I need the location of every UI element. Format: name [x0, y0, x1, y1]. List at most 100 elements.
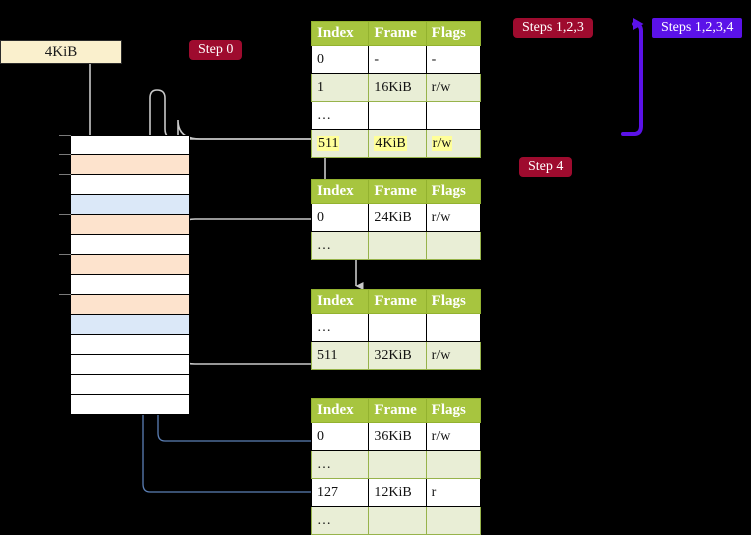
- memory-size-box: 4KiB: [0, 40, 122, 64]
- memory-row: [70, 315, 190, 335]
- page-table-cell: [425, 506, 482, 535]
- memory-row: [59, 135, 190, 155]
- page-table-cell: …: [310, 450, 370, 479]
- page-table-row: 0--: [310, 45, 482, 74]
- badge-steps-1234: Steps 1,2,3,4: [652, 18, 743, 38]
- memory-row-tick: [59, 214, 71, 215]
- memory-row-tick: [59, 135, 71, 136]
- page-table-cell: r/w: [425, 129, 482, 158]
- memory-row: [70, 195, 190, 215]
- page-table-row: …: [310, 313, 482, 342]
- page-table-cell: [425, 231, 482, 260]
- memory-row: [70, 335, 190, 355]
- page-table-cell: [368, 450, 427, 479]
- page-table-cell: 1: [310, 73, 370, 102]
- page-table-cell: 0: [310, 203, 370, 232]
- page-table-cell: 511: [310, 129, 370, 158]
- badge-step-4-label: Step 4: [528, 159, 564, 174]
- badge-steps-123: Steps 1,2,3: [513, 18, 593, 38]
- memory-row: [59, 214, 190, 235]
- memory-row: [70, 395, 190, 415]
- highlighted-value: 511: [317, 135, 340, 151]
- page-table-cell: 0: [310, 45, 370, 74]
- page-table-cell: 0: [310, 422, 370, 451]
- badge-step-4: Step 4: [519, 157, 573, 177]
- memory-row: [59, 174, 190, 195]
- highlighted-value: 4KiB: [374, 135, 407, 151]
- page-table-row: …: [310, 506, 482, 535]
- column-header-flags: Flags: [425, 179, 482, 204]
- column-header-index: Index: [310, 21, 370, 46]
- page-table-cell: [368, 313, 427, 342]
- column-header-frame: Frame: [368, 398, 427, 423]
- memory-row: [59, 254, 190, 275]
- page-table-cell: [368, 506, 427, 535]
- column-header-frame: Frame: [368, 289, 427, 314]
- page-table-cell: [368, 101, 427, 130]
- column-header-flags: Flags: [425, 289, 482, 314]
- highlighted-value: r/w: [431, 135, 453, 151]
- column-header-index: Index: [310, 289, 370, 314]
- page-table-cell: …: [310, 313, 370, 342]
- physical-memory-column: [59, 135, 190, 415]
- memory-row: [59, 294, 190, 315]
- memory-row-tick: [59, 154, 71, 155]
- column-header-flags: Flags: [425, 21, 482, 46]
- page-table-cell: [425, 450, 482, 479]
- column-header-frame: Frame: [368, 179, 427, 204]
- page-table-cell: 24KiB: [368, 203, 427, 232]
- column-header-frame: Frame: [368, 21, 427, 46]
- page-table-cell: r/w: [425, 422, 482, 451]
- column-header-index: Index: [310, 398, 370, 423]
- page-table-cell: r/w: [425, 203, 482, 232]
- column-header-index: Index: [310, 179, 370, 204]
- page-table-cell: 4KiB: [368, 129, 427, 158]
- memory-row-tick: [59, 294, 71, 295]
- memory-row: [70, 275, 190, 295]
- page-table-cell: 16KiB: [368, 73, 427, 102]
- page-table-cell: 127: [310, 478, 370, 507]
- wire-table2-to-row5: [177, 218, 311, 250]
- memory-row: [70, 235, 190, 255]
- page-table-cell: -: [425, 45, 482, 74]
- badge-step-0-label: Step 0: [198, 42, 234, 57]
- column-header-flags: Flags: [425, 398, 482, 423]
- memory-row: [59, 154, 190, 175]
- page-table-cell: r: [425, 478, 482, 507]
- memory-row-tick: [59, 254, 71, 255]
- memory-size-label: 4KiB: [44, 43, 78, 60]
- memory-row: [70, 355, 190, 375]
- page-table-row: …: [310, 101, 482, 130]
- page-table-row: …: [310, 231, 482, 260]
- page-table-cell: [425, 313, 482, 342]
- badge-steps-123-label: Steps 1,2,3: [522, 20, 584, 35]
- page-table-cell: …: [310, 101, 370, 130]
- page-table-cell: 12KiB: [368, 478, 427, 507]
- page-table-cell: 511: [310, 341, 370, 370]
- page-table-cell: -: [368, 45, 427, 74]
- page-table-cell: …: [310, 231, 370, 260]
- page-table-cell: [425, 101, 482, 130]
- page-table-cell: 32KiB: [368, 341, 427, 370]
- page-table-cell: 36KiB: [368, 422, 427, 451]
- badge-step-0: Step 0: [189, 40, 243, 60]
- page-table-row: 511 4KiB r/w: [310, 129, 482, 158]
- badge-steps-1234-label: Steps 1,2,3,4: [661, 20, 734, 35]
- wire-table3-left: [177, 300, 311, 365]
- bracket-steps-arrow: [621, 17, 644, 136]
- memory-row-tick: [59, 174, 71, 175]
